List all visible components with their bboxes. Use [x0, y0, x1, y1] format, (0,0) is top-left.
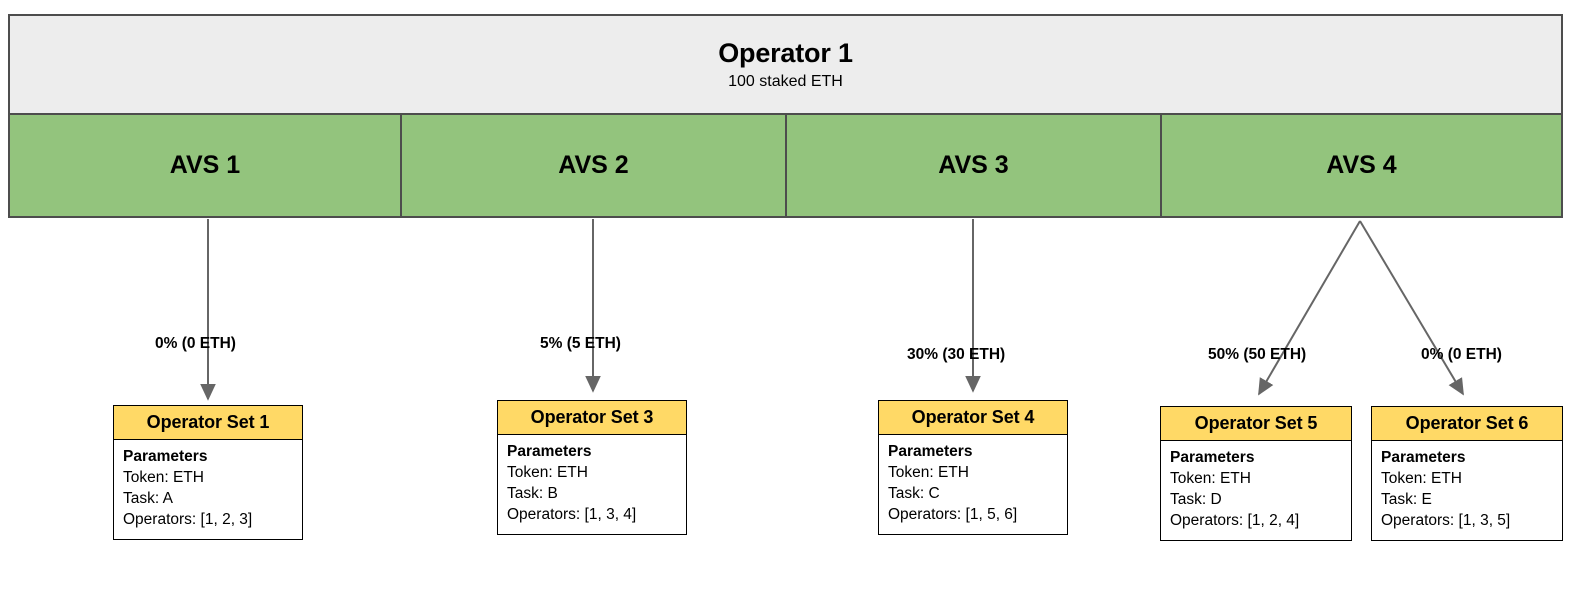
param-token-5: Token: ETH: [1170, 469, 1251, 487]
param-operators-1: Operators: [1, 2, 3]: [123, 510, 253, 528]
param-token-1: Token: ETH: [123, 468, 204, 486]
param-task-4: Task: C: [888, 484, 940, 502]
operator-stake-label: 100 staked ETH: [728, 72, 843, 90]
param-operators-4: Operators: [1, 5, 6]: [888, 505, 1018, 523]
param-operators-3: Operators: [1, 3, 4]: [507, 505, 637, 523]
params-heading-4: Parameters: [888, 443, 973, 460]
connector-avs4-opset6: [1359, 220, 1464, 396]
edge-label-avs3-opset4: 30% (30 ETH): [907, 346, 1006, 363]
params-heading-1: Parameters: [123, 448, 208, 465]
operator-set-card-5[interactable]: Operator Set 5 Parameters Token: ETH Tas…: [1160, 406, 1352, 541]
operator-title: Operator 1: [718, 37, 853, 68]
operator-set-title-1: Operator Set 1: [114, 406, 302, 440]
edge-label-avs4-opset6: 0% (0 ETH): [1421, 346, 1502, 363]
operator-set-card-1[interactable]: Operator Set 1 Parameters Token: ETH Tas…: [113, 405, 303, 540]
operator-set-body-4: Parameters Token: ETH Task: C Operators:…: [879, 435, 1067, 534]
params-heading-6: Parameters: [1381, 449, 1466, 466]
params-heading-3: Parameters: [507, 443, 592, 460]
operator-set-body-1: Parameters Token: ETH Task: A Operators:…: [114, 440, 302, 539]
connector-avs4-opset5: [1258, 220, 1361, 396]
operator-set-card-6[interactable]: Operator Set 6 Parameters Token: ETH Tas…: [1371, 406, 1563, 541]
operator-header: Operator 1 100 staked ETH: [10, 16, 1561, 115]
operator-container: Operator 1 100 staked ETH AVS 1 AVS 2 AV…: [8, 14, 1563, 218]
param-token-3: Token: ETH: [507, 463, 588, 481]
param-token-4: Token: ETH: [888, 463, 969, 481]
avs-row: AVS 1 AVS 2 AVS 3 AVS 4: [10, 115, 1561, 216]
operator-set-body-6: Parameters Token: ETH Task: E Operators:…: [1372, 441, 1562, 540]
avs-cell-2[interactable]: AVS 2: [402, 115, 787, 216]
operator-set-title-3: Operator Set 3: [498, 401, 686, 435]
operator-set-card-3[interactable]: Operator Set 3 Parameters Token: ETH Tas…: [497, 400, 687, 535]
operator-set-title-4: Operator Set 4: [879, 401, 1067, 435]
param-task-1: Task: A: [123, 489, 173, 507]
operator-set-title-6: Operator Set 6: [1372, 407, 1562, 441]
edge-label-avs4-opset5: 50% (50 ETH): [1208, 346, 1307, 363]
edge-label-avs1-opset1: 0% (0 ETH): [155, 335, 236, 352]
avs-cell-1[interactable]: AVS 1: [10, 115, 402, 216]
param-task-6: Task: E: [1381, 490, 1432, 508]
param-operators-6: Operators: [1, 3, 5]: [1381, 511, 1511, 529]
param-task-5: Task: D: [1170, 490, 1222, 508]
operator-set-body-3: Parameters Token: ETH Task: B Operators:…: [498, 435, 686, 534]
avs-cell-4[interactable]: AVS 4: [1162, 115, 1561, 216]
param-task-3: Task: B: [507, 484, 558, 502]
operator-set-title-5: Operator Set 5: [1161, 407, 1351, 441]
params-heading-5: Parameters: [1170, 449, 1255, 466]
operator-set-card-4[interactable]: Operator Set 4 Parameters Token: ETH Tas…: [878, 400, 1068, 535]
param-operators-5: Operators: [1, 2, 4]: [1170, 511, 1300, 529]
avs-cell-3[interactable]: AVS 3: [787, 115, 1162, 216]
operator-set-body-5: Parameters Token: ETH Task: D Operators:…: [1161, 441, 1351, 540]
param-token-6: Token: ETH: [1381, 469, 1462, 487]
edge-label-avs2-opset3: 5% (5 ETH): [540, 335, 621, 352]
